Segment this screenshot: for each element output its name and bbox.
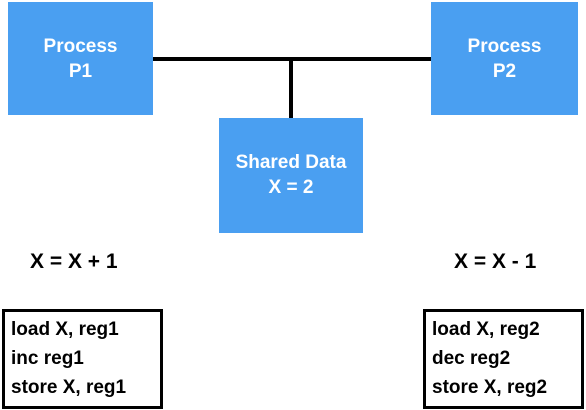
p2-code-line-3: store X, reg2 bbox=[432, 377, 548, 398]
p2-code-box: load X, reg2 dec reg2 store X, reg2 bbox=[423, 309, 584, 409]
p1-code-line-2: inc reg1 bbox=[11, 348, 84, 369]
p1-code-line-3: store X, reg1 bbox=[11, 377, 127, 398]
shared-data-box: Shared Data X = 2 bbox=[219, 118, 363, 233]
shared-data-value: X = 2 bbox=[268, 177, 314, 198]
p2-code-line-1: load X, reg2 bbox=[432, 319, 540, 340]
p2-code-line-2: dec reg2 bbox=[432, 348, 511, 369]
process-p1-id: P1 bbox=[68, 61, 93, 82]
shared-data-title: Shared Data bbox=[235, 152, 347, 173]
process-p2-id: P2 bbox=[492, 61, 517, 82]
process-p2-title: Process bbox=[467, 36, 542, 57]
connector-vertical-line bbox=[289, 57, 293, 118]
p1-code-line-1: load X, reg1 bbox=[11, 319, 119, 340]
p1-expression: X = X + 1 bbox=[30, 250, 118, 273]
process-p1-title: Process bbox=[43, 36, 118, 57]
p1-code-box: load X, reg1 inc reg1 store X, reg1 bbox=[2, 309, 163, 409]
p2-expression: X = X - 1 bbox=[454, 250, 537, 273]
process-p1-box: Process P1 bbox=[8, 2, 153, 115]
process-p2-box: Process P2 bbox=[431, 2, 578, 115]
